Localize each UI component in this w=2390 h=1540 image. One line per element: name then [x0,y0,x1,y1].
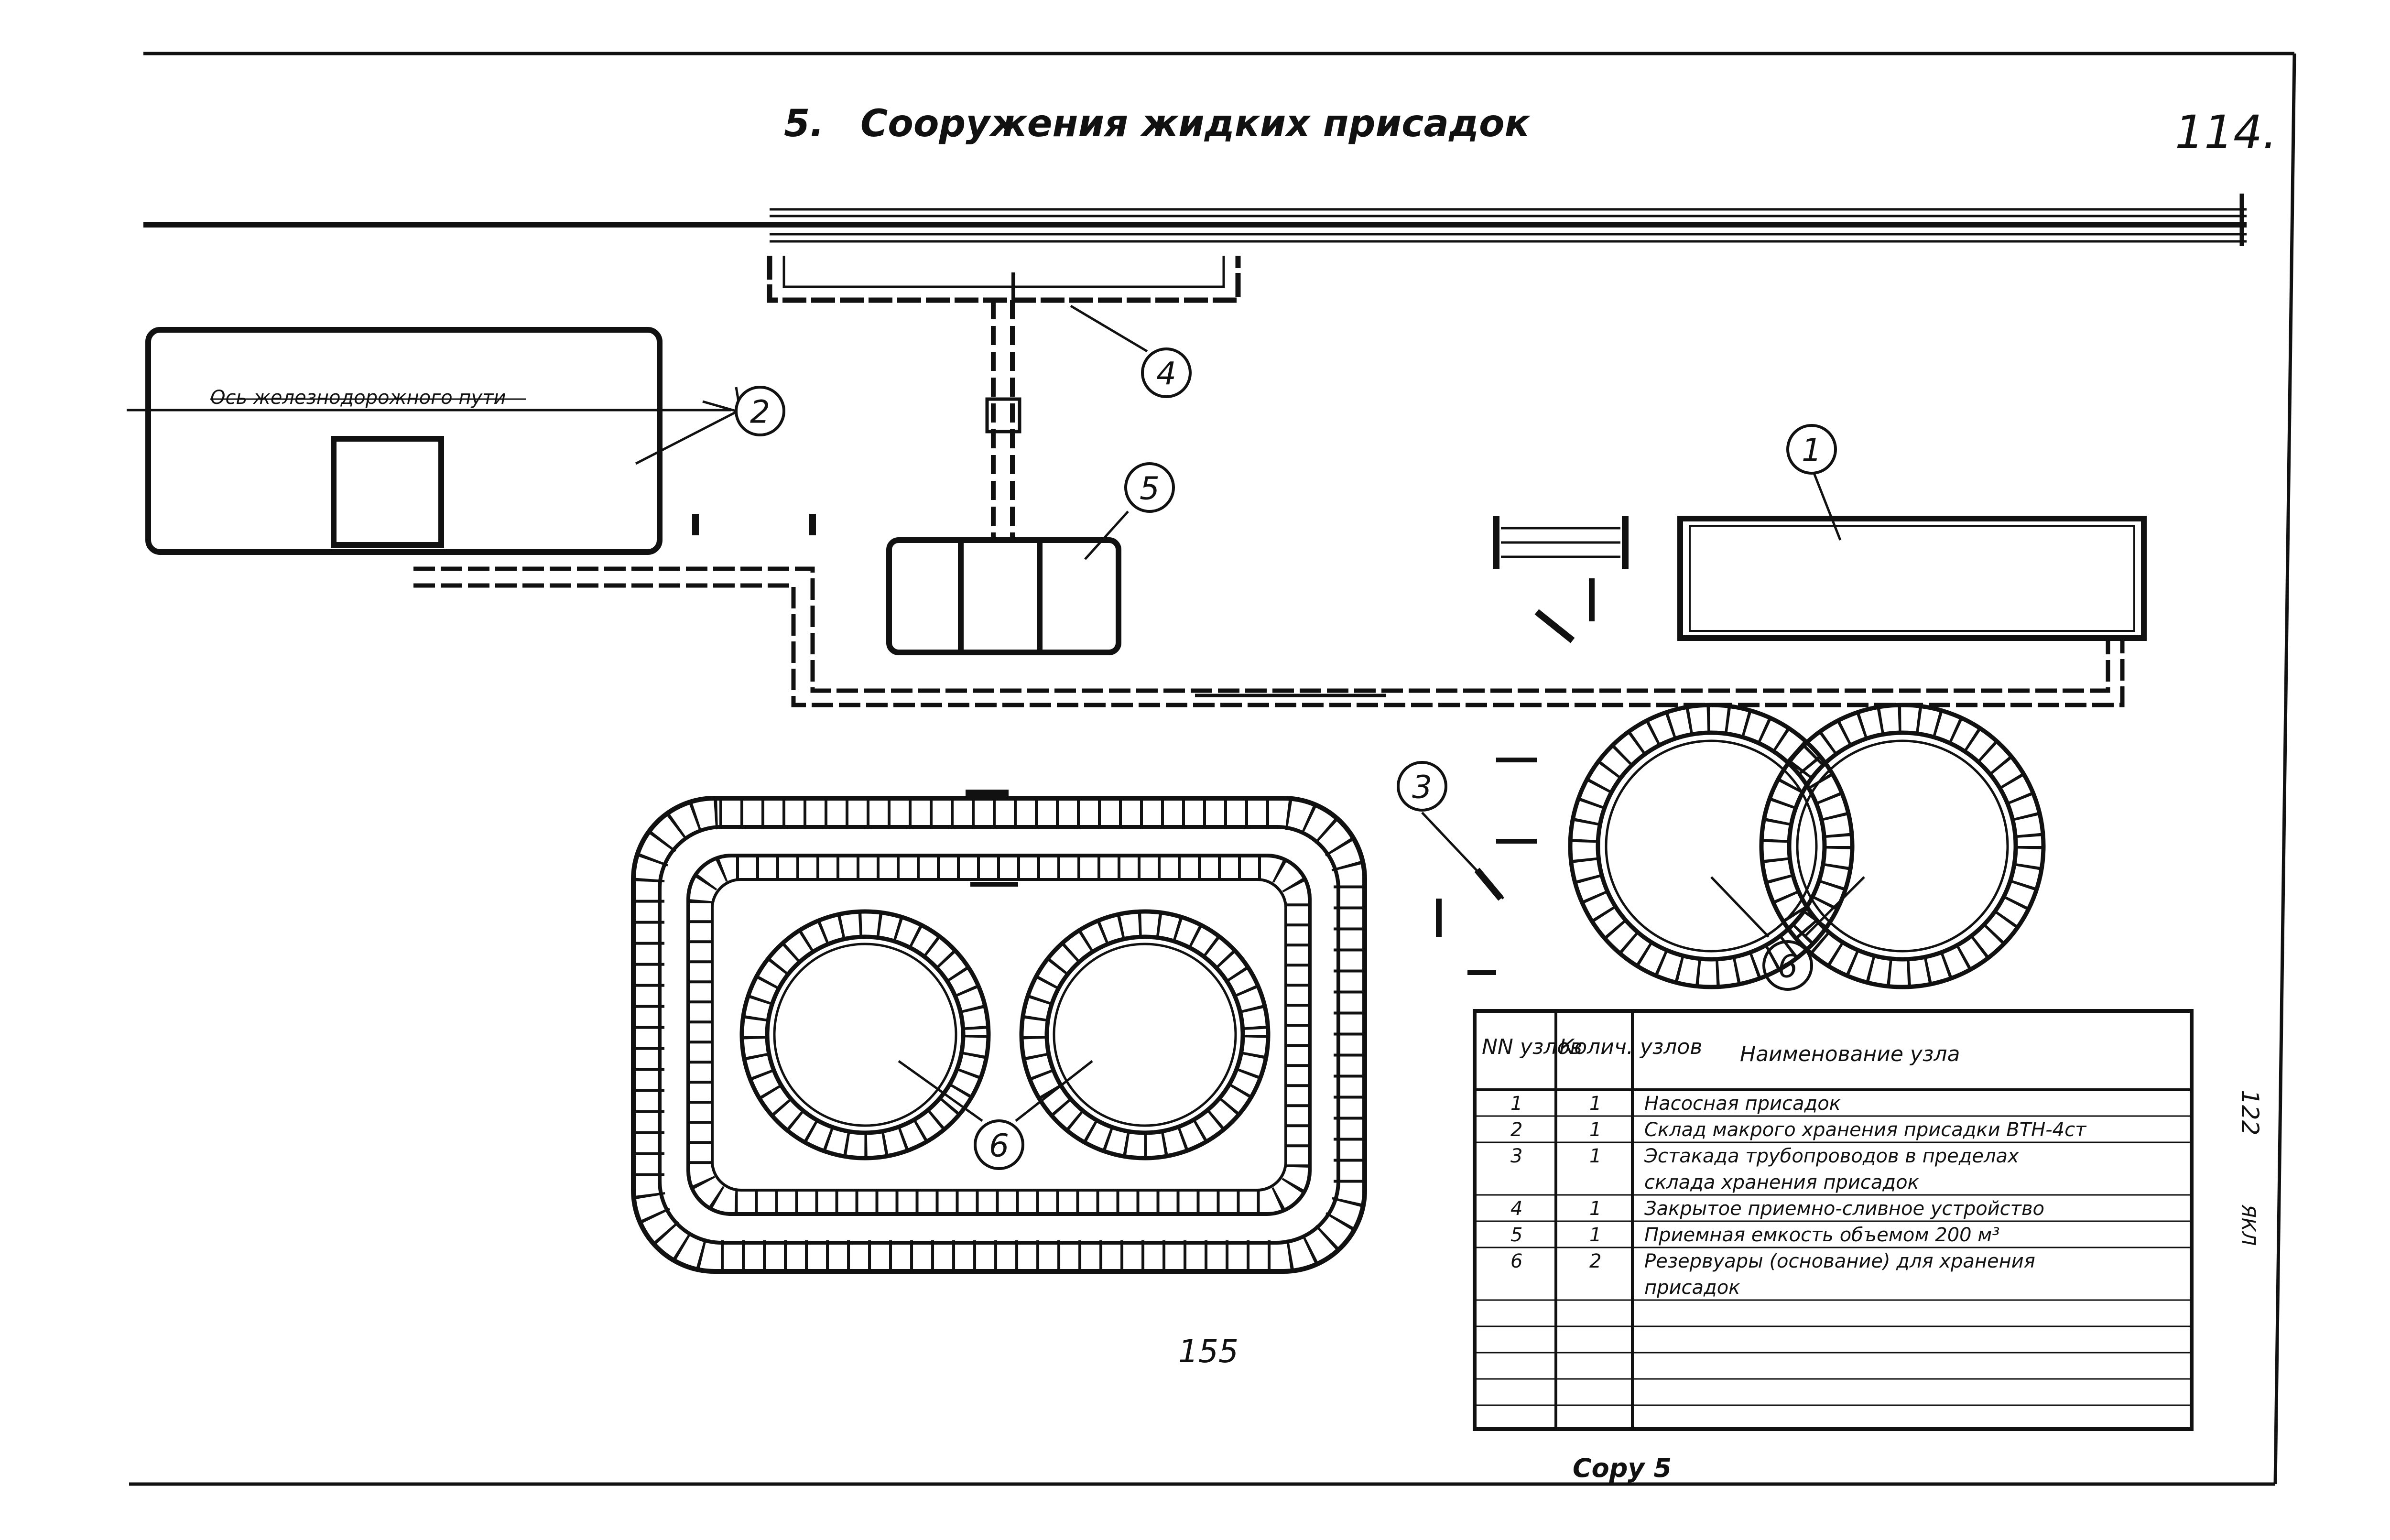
callout-4: 4 [1141,347,1192,398]
row-4-name: Закрытое приемно-сливное устройство [1644,1198,2044,1220]
pipe-fitting [1493,516,1629,569]
sheet-mark: 114. [2175,106,2277,159]
row-1-num: 1 [1510,1093,1522,1115]
receiving-tank [886,537,1121,655]
side-note-2: ЯКЛ [2237,1204,2259,1246]
tank-foundation [1568,703,1855,989]
row-2-num: 2 [1510,1119,1522,1141]
row-6-num: 6 [1510,1250,1522,1272]
header-node-numbers: NN узлов [1482,1035,1582,1059]
pipeline-trestle [413,566,2125,707]
row-5-num: 5 [1510,1224,1522,1246]
tank-foundation [1019,909,1271,1160]
callout-6-enclosure-label: 6 [989,1128,1009,1164]
row-2-name: Склад макрого хранения присадки ВТН-4ст [1644,1119,2087,1141]
row-3-name-line-2: склада хранения присадок [1644,1171,1919,1193]
callout-1: 1 [1786,424,1837,475]
railway-track [143,194,2247,246]
callout-2-label: 2 [750,394,770,431]
legend-table [1473,1009,2194,1431]
callout-5: 5 [1124,462,1175,513]
callout-3-label: 3 [1412,769,1432,806]
tank-foundation [739,909,991,1160]
row-3-num: 3 [1510,1145,1522,1167]
sheet-frame [129,52,2296,1486]
leader-lines [635,304,1865,1122]
receiving-drain-device [767,256,1241,303]
pump-house [1677,516,2147,641]
row-1-name: Насосная присадок [1644,1093,1841,1115]
callout-2: 2 [735,386,785,436]
header-node-name: Наименование узла [1740,1042,1960,1066]
row-3-count: 1 [1589,1145,1601,1167]
legend-table-rows: 1 1 Насосная присадок 2 1 Склад макрого … [1510,1093,2087,1299]
page-number: 155 [1178,1333,1238,1370]
pipe-riser [985,300,1021,540]
callout-6-right: 6 [1762,940,1813,991]
sheet-title: Сооружения жидких присадок [860,102,1531,145]
sheet-title-prefix: 5. [784,102,824,145]
row-3-name-line-1: Эстакада трубопроводов в пределах [1644,1145,2019,1167]
row-4-count: 1 [1589,1198,1601,1220]
row-6-name-line-1: Резервуары (основание) для хранения [1644,1250,2035,1272]
bottom-stamp: Copy 5 [1573,1453,1672,1483]
row-5-name: Приемная емкость объемом 200 м³ [1644,1224,2000,1246]
storage-warehouse [127,327,731,555]
row-4-num: 4 [1510,1198,1522,1220]
row-6-name-line-2: присадок [1644,1277,1740,1299]
row-6-count: 2 [1589,1250,1601,1272]
callout-1-label: 1 [1802,432,1822,469]
side-note-1: 122 [2236,1090,2264,1135]
rail-axis-label: Ось железнодорожного пути [210,387,506,409]
callout-3: 3 [1397,761,1447,812]
header-node-count: Колич. узлов [1559,1035,1702,1059]
callout-4-label: 4 [1156,356,1176,392]
callout-5-label: 5 [1140,470,1160,507]
row-1-count: 1 [1589,1093,1601,1115]
row-5-count: 1 [1589,1224,1601,1246]
legend-table-header: NN узлов Колич. узлов Наименование узла [1482,1035,1960,1066]
tank-foundation [1759,703,2046,989]
callout-6-enclosure: 6 [974,1119,1024,1170]
tank-bund-enclosure [631,790,1367,1274]
support-marks [692,514,1595,975]
callout-6-right-label: 6 [1778,948,1798,985]
row-2-count: 1 [1589,1119,1601,1141]
